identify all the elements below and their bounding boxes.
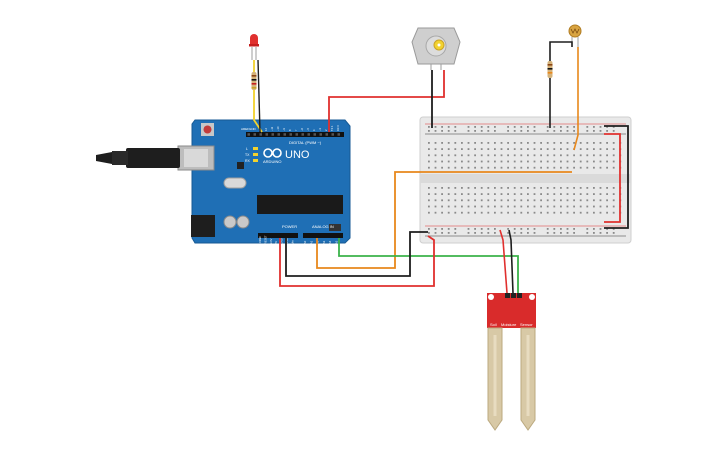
wire-sensor-black[interactable] xyxy=(508,229,514,294)
power-jack xyxy=(191,215,215,237)
icsp-header xyxy=(329,224,341,231)
power-pin-label: GND xyxy=(280,238,284,244)
led-tx xyxy=(253,153,258,156)
power-pin-label: 5V xyxy=(274,241,278,244)
soil-moisture-sensor[interactable]: Soil Moisture Sensor xyxy=(487,293,536,431)
power-pin-label: Vin xyxy=(290,240,294,244)
digital-pin-label: 12 xyxy=(264,128,268,131)
digital-header[interactable] xyxy=(246,132,344,137)
arduino-logo xyxy=(263,148,282,158)
breadboard[interactable] xyxy=(419,116,632,244)
digital-pin-label: 2 xyxy=(324,129,328,131)
led-label-tx: TX xyxy=(245,153,250,157)
digital-pin-label: ~6 xyxy=(300,127,304,131)
sensor-label-soil: Soil xyxy=(490,322,497,327)
digital-pin-label: ~9 xyxy=(282,127,286,131)
wire-led-black[interactable] xyxy=(257,59,261,133)
ldr-resistor[interactable] xyxy=(547,61,553,78)
led-label-l: L xyxy=(246,147,248,151)
analog-header[interactable] xyxy=(303,233,343,238)
wire-analog-orange[interactable] xyxy=(316,171,572,269)
digital-pin-label: ~5 xyxy=(306,127,310,131)
smd-chip xyxy=(237,162,244,169)
red-led[interactable] xyxy=(249,34,259,60)
dc-motor[interactable] xyxy=(411,27,461,70)
capacitor xyxy=(223,215,237,229)
wire-ldr-black[interactable] xyxy=(549,41,573,61)
analog-pin-label: A4 xyxy=(328,240,332,244)
led-label-rx: RX xyxy=(245,159,251,163)
digital-pin-label: ~10 xyxy=(276,126,280,131)
analog-header-label: ANALOG IN xyxy=(312,224,334,229)
atmega-chip xyxy=(257,195,343,214)
led-resistor[interactable] xyxy=(251,72,257,90)
wire-sensor-red[interactable] xyxy=(499,229,508,294)
crystal-oscillator xyxy=(223,177,247,189)
wire-rail-red[interactable] xyxy=(604,133,621,223)
led-rx xyxy=(253,159,258,162)
power-pin-label: RESET xyxy=(263,235,267,244)
capacitor xyxy=(236,215,250,229)
wire-rail-black[interactable] xyxy=(604,125,629,229)
sensor-label-moisture: Moisture xyxy=(501,322,517,327)
analog-pin-label: A5 xyxy=(335,240,339,244)
wire-gnd-black[interactable] xyxy=(285,231,428,277)
digital-pin-label: TX 1 xyxy=(330,125,334,131)
photoresistor[interactable] xyxy=(568,24,582,47)
digital-pin-label: ~11 xyxy=(270,126,274,131)
usb-connector xyxy=(177,145,215,171)
board-model-label: UNO xyxy=(285,149,310,161)
digital-pin-label: 8 xyxy=(288,129,292,131)
power-header-label: POWER xyxy=(282,224,297,229)
digital-pin-label: 4 xyxy=(312,129,316,131)
analog-pin-label: A1 xyxy=(309,240,313,244)
wire-5v-red[interactable] xyxy=(279,235,435,287)
wire-motor-red[interactable] xyxy=(328,70,445,132)
arduino-uno-board[interactable]: L TX RX UNO ARDUINO DIGITAL (PWM ~) POWE… xyxy=(96,119,351,244)
power-pin-label: GND xyxy=(285,238,289,244)
aref-pin-label: AREF xyxy=(241,127,249,131)
power-header[interactable] xyxy=(258,233,298,238)
analog-pin-label: A0 xyxy=(303,240,307,244)
usb-cable xyxy=(96,148,180,168)
power-pin-label: 3.3V xyxy=(269,238,273,244)
digital-pin-label: ~3 xyxy=(318,127,322,131)
digital-pin-label: 7 xyxy=(294,129,298,131)
led-l xyxy=(253,147,258,150)
wire-ldr-orange[interactable] xyxy=(573,47,579,151)
digital-pin-label: RX 0 xyxy=(336,125,340,131)
board-brand-label: ARDUINO xyxy=(263,159,281,164)
digital-header-label: DIGITAL (PWM ~) xyxy=(289,140,322,145)
power-pin-label: IOREF xyxy=(258,236,262,244)
sensor-label-sensor: Sensor xyxy=(520,322,533,327)
analog-pin-label: A3 xyxy=(322,240,326,244)
gnd-pin-label: GND xyxy=(249,127,257,131)
reset-button[interactable] xyxy=(201,123,214,136)
wire-sensor-green[interactable] xyxy=(338,238,519,293)
